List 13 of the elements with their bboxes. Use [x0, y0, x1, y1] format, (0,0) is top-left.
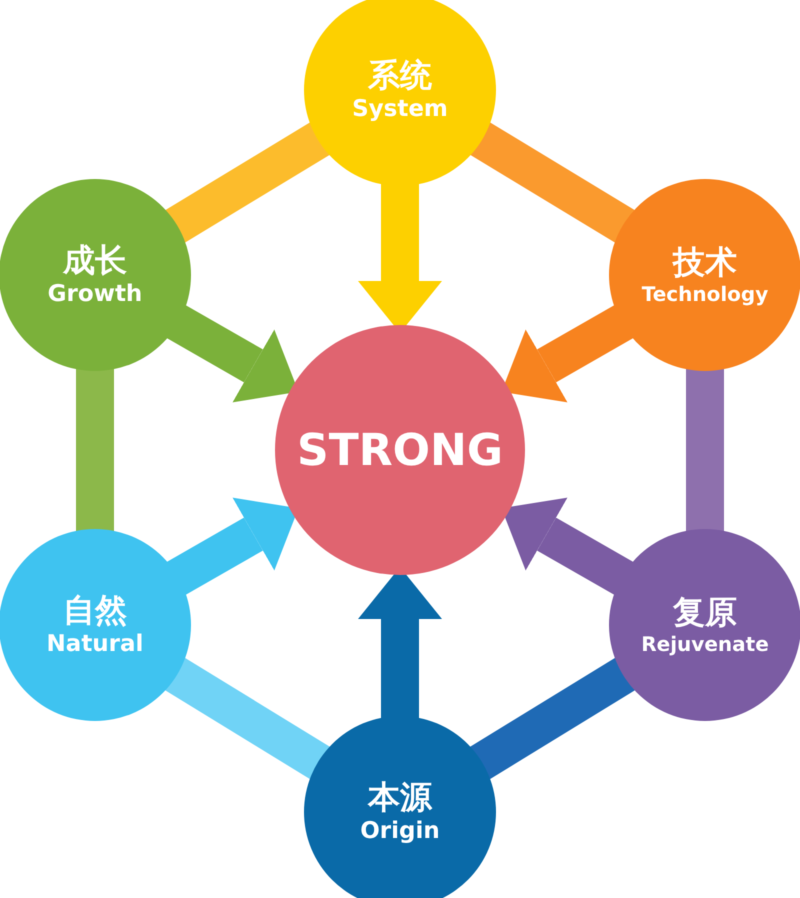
node-subtitle: Rejuvenate — [641, 632, 769, 657]
node-title: 本源 — [368, 778, 432, 817]
node-subtitle: Technology — [642, 282, 768, 307]
node-subtitle: Growth — [48, 280, 142, 309]
node-title: 成长 — [63, 241, 127, 280]
node-title: 自然 — [63, 591, 127, 630]
node-title: 复原 — [673, 593, 737, 632]
node-subtitle: Origin — [360, 816, 440, 846]
node-title: 技术 — [673, 243, 737, 282]
node-title: STRONG — [297, 424, 503, 476]
node-subtitle: Natural — [46, 630, 144, 659]
node-title: 系统 — [368, 56, 432, 95]
node-subtitle: System — [352, 94, 448, 124]
